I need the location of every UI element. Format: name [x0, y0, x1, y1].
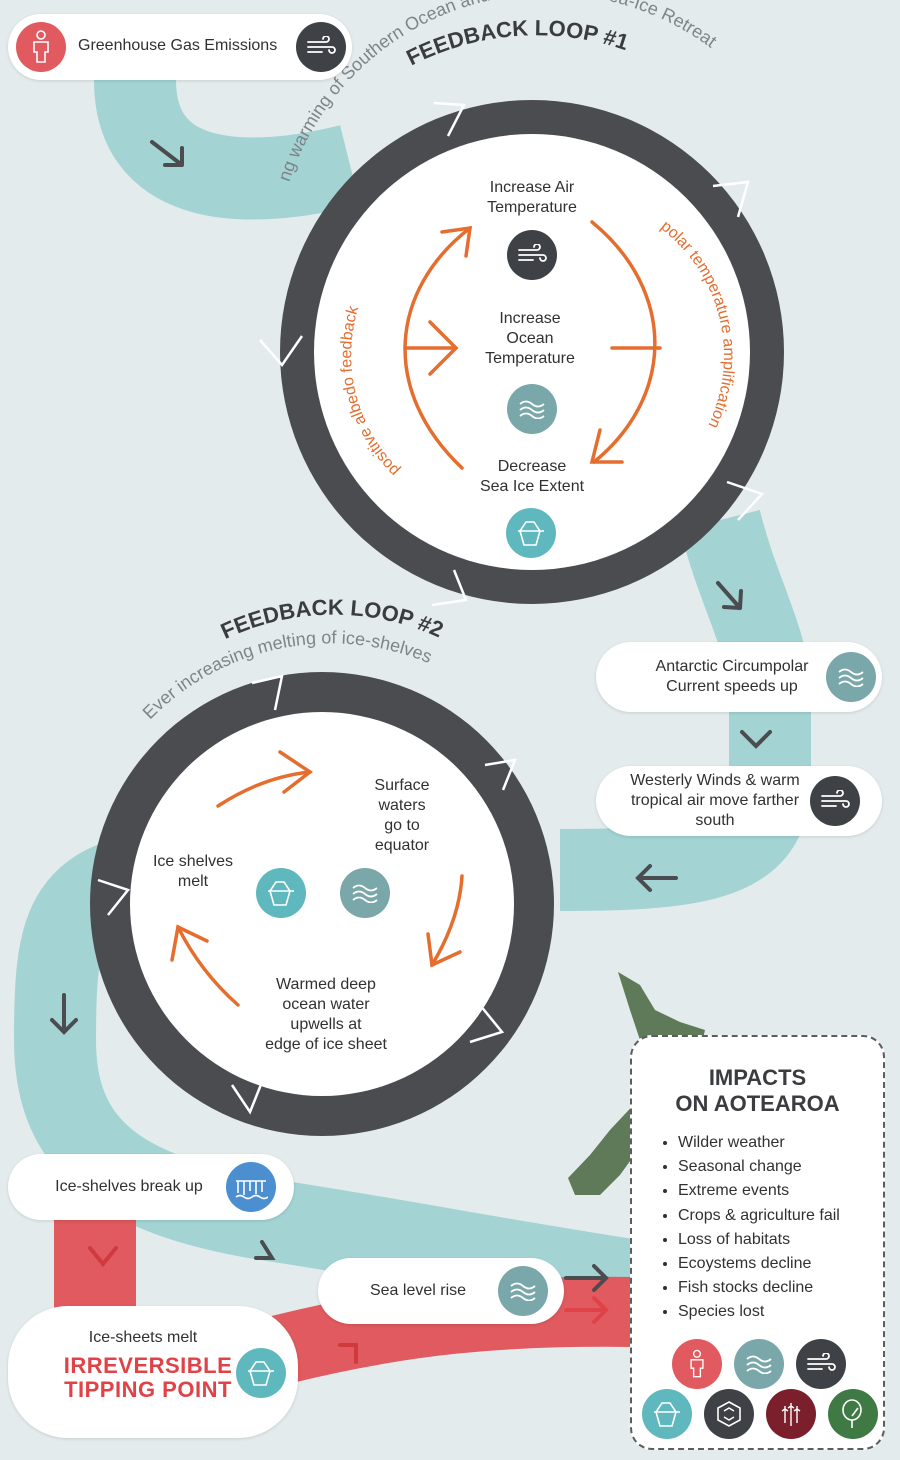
arrow-right-icon — [564, 1296, 609, 1324]
loop1-cycle-arrows — [403, 220, 662, 470]
wave-icon — [734, 1339, 784, 1389]
iceberg-icon — [642, 1389, 692, 1439]
iceberg-icon — [506, 508, 556, 558]
list-item: Species lost — [678, 1300, 840, 1324]
arrow-left-icon — [635, 864, 678, 892]
loop2-chevrons — [97, 674, 517, 1115]
arrow-icon — [150, 140, 184, 167]
loop1-title: FEEDBACK LOOP #1 — [402, 15, 631, 70]
surface-waters-label: Surface waters go to equator — [374, 777, 430, 854]
deep-water-label: Warmed deep ocean water upwells at edge … — [265, 976, 387, 1053]
sealevel-pill: Sea level rise — [318, 1258, 564, 1324]
list-item: Ecoystems decline — [678, 1252, 840, 1276]
emissions-label: Greenhouse Gas Emissions — [78, 37, 278, 54]
person-icon — [672, 1339, 722, 1389]
list-item: Wilder weather — [678, 1131, 840, 1155]
wind-icon — [796, 1339, 846, 1389]
arrow-icon — [338, 1343, 358, 1364]
arrow-right-icon — [564, 1264, 609, 1292]
iceberg-icon — [236, 1348, 286, 1398]
ocean-temp-label: Increase Ocean Temperature — [485, 310, 575, 367]
emissions-pill: Greenhouse Gas Emissions — [8, 14, 352, 80]
wave-icon — [498, 1266, 548, 1316]
loop2-cycle-arrows — [170, 750, 464, 1007]
wave-icon — [826, 652, 876, 702]
impacts-title: IMPACTS ON AOTEAROA — [675, 1065, 840, 1116]
ice-shelf-icon — [226, 1162, 276, 1212]
westerly-pill: Westerly Winds & warm tropical air move … — [596, 766, 882, 836]
arrow-down-icon — [50, 993, 78, 1035]
loop1-chevrons — [259, 101, 765, 607]
teal-river-top — [94, 77, 360, 220]
person-icon — [16, 22, 66, 72]
wind-icon — [296, 22, 346, 72]
recycle-icon — [704, 1389, 754, 1439]
chevron-down-icon — [88, 1246, 118, 1268]
loop2-core — [130, 712, 514, 1096]
list-item: Extreme events — [678, 1179, 840, 1203]
wave-icon — [507, 384, 557, 434]
air-temp-label: Increase Air Temperature — [487, 179, 577, 216]
wind-icon — [810, 776, 860, 826]
acc-label: Antarctic Circumpolar Current speeds up — [655, 658, 809, 695]
westerly-label: Westerly Winds & warm tropical air move … — [630, 772, 800, 829]
list-item: Loss of habitats — [678, 1228, 840, 1252]
impacts-box: IMPACTS ON AOTEAROA Wilder weather Seaso… — [630, 1035, 885, 1450]
tipping-pill: Ice-sheets melt IRREVERSIBLE TIPPING POI… — [8, 1306, 298, 1438]
wheat-icon — [766, 1389, 816, 1439]
icesheets-label: Ice-sheets melt — [88, 1329, 198, 1346]
sealevel-label: Sea level rise — [369, 1282, 467, 1299]
loop1-core — [314, 134, 750, 570]
arrow-icon — [716, 581, 743, 610]
arrow-icon — [254, 1240, 276, 1260]
impacts-list: Wilder weather Seasonal change Extreme e… — [660, 1131, 840, 1325]
iceshelves-pill: Ice-shelves break up — [8, 1154, 294, 1220]
list-item: Crops & agriculture fail — [678, 1204, 840, 1228]
list-item: Seasonal change — [678, 1155, 840, 1179]
tipping-point-label: IRREVERSIBLE TIPPING POINT — [63, 1353, 233, 1402]
tree-icon — [828, 1389, 878, 1439]
chevron-down-icon — [740, 730, 772, 749]
iceberg-icon — [256, 868, 306, 918]
wind-icon — [507, 230, 557, 280]
sea-ice-label: Decrease Sea Ice Extent — [479, 458, 585, 495]
acc-pill: Antarctic Circumpolar Current speeds up — [596, 642, 882, 712]
iceshelves-label: Ice-shelves break up — [55, 1178, 203, 1195]
ice-melt-label: Ice shelves melt — [152, 853, 234, 890]
wave-icon — [340, 868, 390, 918]
list-item: Fish stocks decline — [678, 1276, 840, 1300]
